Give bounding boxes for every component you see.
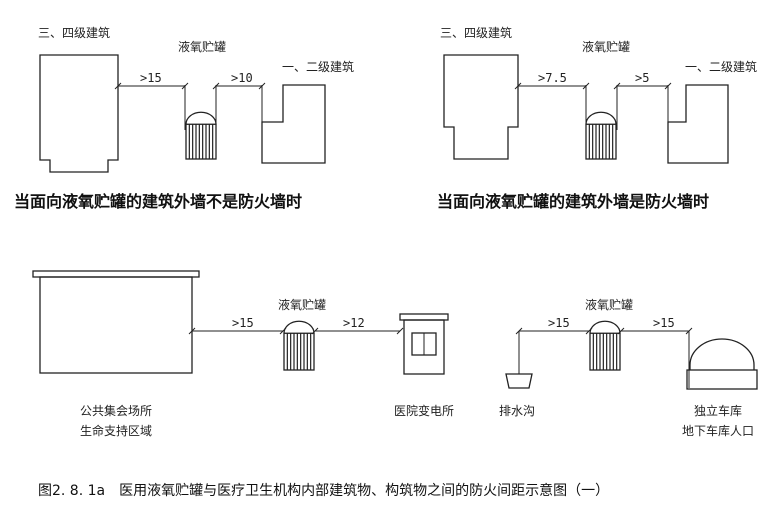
panel-c-building-roof [32, 270, 200, 278]
panel-d-garage-base [686, 369, 758, 390]
panel-a-dist-right: >10 [231, 71, 253, 85]
panel-b-left-building [443, 54, 519, 160]
panel-b-dim-right-tick-b [664, 82, 672, 90]
panel-a-right-building-label: 一、二级建筑 [282, 60, 355, 74]
panel-b-right-building-label: 一、二级建筑 [685, 60, 758, 74]
panel-d-dist-left: >15 [548, 316, 570, 330]
panel-d-tank-label: 液氧贮罐 [585, 298, 634, 312]
panel-a-dim-left-tick-b [181, 82, 189, 90]
panel-c-tank-dome [283, 320, 315, 334]
panel-a-tank-body [185, 123, 217, 160]
panel-d-garage-line1: 独立车库 [694, 404, 743, 418]
panel-c-building-line2: 生命支持区域 [80, 424, 153, 438]
panel-a-dim-left-tick-a [114, 82, 122, 90]
panel-a-right-building [261, 84, 326, 164]
panel-d-garage-dome [689, 338, 755, 370]
panel-c-substation-roof [399, 313, 449, 321]
panel-b-right-building [667, 84, 729, 164]
panel-a-tank-label: 液氧贮罐 [178, 40, 227, 54]
panel-b-tank-dome [585, 111, 617, 125]
panel-b-dist-left: >7.5 [538, 71, 567, 85]
panel-d-drain-label: 排水沟 [499, 404, 536, 418]
panel-c-building-line1: 公共集会场所 [80, 404, 153, 418]
panel-b-dim-left-tick-a [514, 82, 522, 90]
panel-c-dim-left-tick-b [279, 327, 287, 335]
panel-b-tank-label: 液氧贮罐 [582, 40, 631, 54]
panel-c-dim-right-tick-b [396, 327, 404, 335]
panel-a-left-building [39, 54, 119, 173]
panel-c-substation-label: 医院变电所 [394, 404, 455, 418]
panel-a-dist-left: >15 [140, 71, 162, 85]
panel-d-garage-line2: 地下车库人口 [682, 424, 755, 438]
panel-b-dist-right: >5 [635, 71, 650, 85]
panel-d-dim-left-tick-a [515, 327, 523, 335]
panel-d-dist-right: >15 [653, 316, 675, 330]
panel-b-dim-left-tick-b [582, 82, 590, 90]
panel-c-substation [403, 319, 445, 375]
panel-c-tank-body [283, 332, 315, 371]
panel-c-dim-left-tick-a [188, 327, 196, 335]
panel-c-dim-right-tick-a [311, 327, 319, 335]
panel-c-tank-label: 液氧贮罐 [278, 298, 327, 312]
panel-b-left-building-label: 三、四级建筑 [440, 26, 513, 40]
panel-c-building [39, 276, 193, 374]
panel-a-dim-right-tick-a [212, 82, 220, 90]
panel-a-tank-dome [185, 111, 217, 125]
figure-caption: 图2. 8. 1a 医用液氧贮罐与医疗卫生机构内部建筑物、构筑物之间的防火间距示… [38, 483, 610, 499]
panel-b-caption: 当面向液氧贮罐的建筑外墙是防火墙时 [437, 192, 710, 211]
panel-a-dim-right-tick-b [258, 82, 266, 90]
panel-d-drain [505, 373, 533, 389]
panel-c-dist-left: >15 [232, 316, 254, 330]
panel-b-dim-right-tick-a [613, 82, 621, 90]
panel-a-left-building-label: 三、四级建筑 [38, 26, 111, 40]
panel-d-tank-body [589, 332, 621, 371]
panel-d-dim-right-tick-a [617, 327, 625, 335]
panel-c-dist-right: >12 [343, 316, 365, 330]
panel-d-tank-dome [589, 320, 621, 334]
panel-a-caption: 当面向液氧贮罐的建筑外墙不是防火墙时 [14, 192, 303, 211]
panel-b-tank-body [585, 123, 617, 160]
